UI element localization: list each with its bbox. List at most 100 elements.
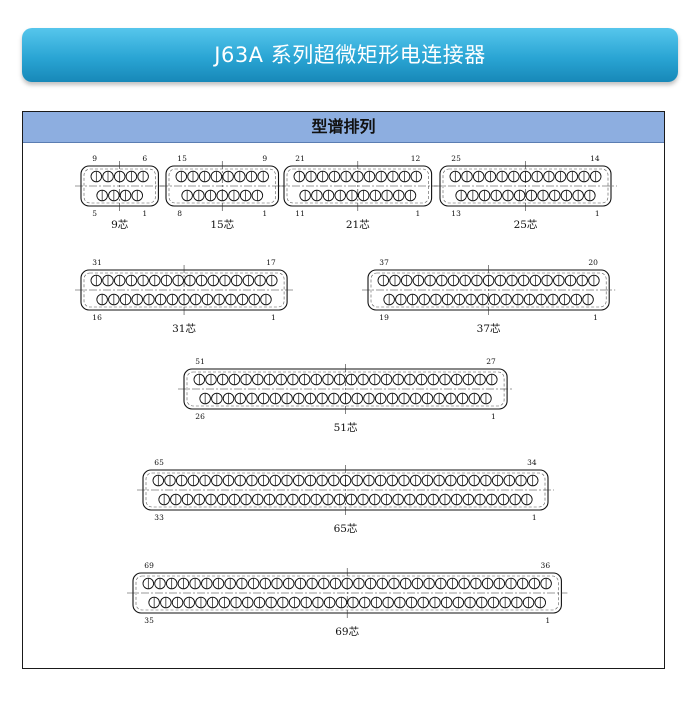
contact-top [519,170,532,183]
contact-top [410,170,423,183]
contact-top [508,170,520,183]
pin-number-top-right: 27 [486,357,496,366]
contact-top [187,170,199,183]
contact-bottom [119,189,132,202]
contact-top [531,170,543,183]
contact-top [113,170,126,183]
pin-number-top-right: 34 [527,458,537,467]
connector-label: 15芯 [210,218,234,231]
connector-label: 21芯 [346,218,370,231]
connector-label: 25芯 [514,218,538,231]
page-title-banner: J63A 系列超微矩形电连接器 [22,28,678,82]
contact-bottom [181,189,193,202]
contact-top [375,170,387,183]
pin-number-top-left: 51 [195,357,205,366]
contact-bottom [381,189,393,202]
contact-bottom [311,189,323,202]
contact-bottom [239,189,252,202]
contact-top [387,170,399,183]
contact-top [578,170,590,183]
pin-number-bottom-right: 1 [545,616,550,625]
contact-top [449,170,462,183]
contact-top [198,170,211,183]
pin-number-bottom-right: 1 [416,209,421,218]
contact-top [125,170,138,183]
contact-bottom [299,189,311,202]
contact-bottom [478,189,491,202]
contact-top [566,170,579,183]
contact-bottom [467,189,479,202]
pin-number-bottom-left: 11 [295,209,305,218]
contact-bottom [322,189,335,202]
pin-number-top-right: 6 [142,154,147,163]
pin-number-top-left: 37 [379,258,389,267]
pin-number-bottom-right: 1 [271,313,276,322]
pin-number-top-left: 69 [144,561,154,570]
contact-bottom [346,189,358,202]
contact-bottom [549,189,561,202]
pin-number-top-right: 20 [588,258,598,267]
pin-number-bottom-right: 1 [491,412,496,421]
connector-label: 69芯 [335,625,359,638]
contact-bottom [490,189,503,202]
page-title: J63A 系列超微矩形电连接器 [214,43,486,67]
pin-number-bottom-left: 19 [379,313,389,322]
contact-top [90,170,103,183]
contact-bottom [96,189,108,202]
contact-bottom [369,189,382,202]
contact-bottom [193,189,205,202]
pin-number-bottom-right: 1 [532,513,537,522]
contact-bottom [131,189,143,202]
contact-bottom [204,189,217,202]
contact-bottom [334,189,347,202]
pin-number-top-left: 9 [92,154,97,163]
contact-top [340,170,352,183]
contact-bottom [513,189,526,202]
connector-label: 51芯 [334,421,358,434]
connector-label: 37芯 [477,322,501,335]
contact-bottom [560,189,573,202]
contact-bottom [537,189,549,202]
contact-top [328,170,341,183]
contact-top [234,170,246,183]
contact-top [293,170,306,183]
contact-top [257,170,269,183]
contact-top [316,170,329,183]
pin-number-bottom-right: 1 [142,209,147,218]
connector-label: 31芯 [172,322,196,335]
contact-bottom [251,189,264,202]
pin-number-bottom-right: 1 [262,209,267,218]
contact-bottom [455,189,467,202]
pin-number-bottom-left: 35 [144,616,154,625]
contact-top [543,170,555,183]
contact-bottom [393,189,405,202]
contact-bottom [357,189,370,202]
pin-number-top-left: 21 [295,154,305,163]
contact-top [484,170,497,183]
contact-top [496,170,508,183]
contact-top [398,170,411,183]
panel-title: 型谱排列 [311,117,376,136]
contact-top [352,170,364,183]
contact-bottom [108,189,120,202]
pin-number-top-right: 36 [541,561,551,570]
contact-top [245,170,258,183]
pin-number-top-left: 65 [154,458,164,467]
contact-top [175,170,188,183]
pin-number-top-left: 25 [451,154,461,163]
contact-bottom [502,189,514,202]
pin-number-top-right: 14 [590,154,600,163]
pin-number-top-right: 9 [262,154,267,163]
contact-top [137,170,149,183]
contact-top [554,170,567,183]
contact-bottom [228,189,240,202]
contact-top [222,170,234,183]
pin-number-top-right: 12 [411,154,421,163]
